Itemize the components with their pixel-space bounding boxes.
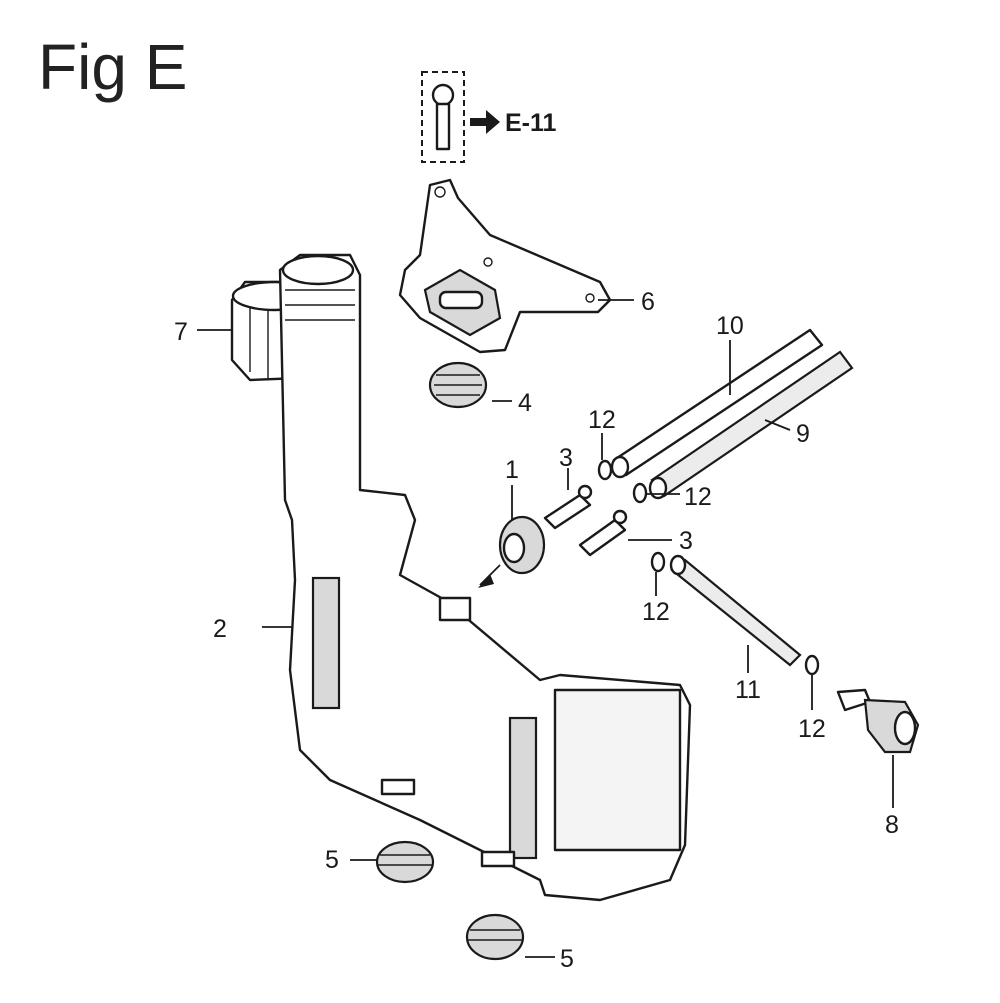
inset-dashed-box bbox=[421, 71, 465, 163]
part-10-tube bbox=[610, 328, 824, 479]
part-6-bracket bbox=[398, 178, 612, 354]
part-5-grommet-lower bbox=[465, 913, 525, 961]
part-1-grommet bbox=[478, 515, 546, 588]
part-4-grommet bbox=[428, 361, 488, 409]
part-12-clips bbox=[597, 459, 820, 676]
callout-4: 4 bbox=[518, 389, 532, 417]
callout-7: 7 bbox=[174, 318, 188, 346]
leader-lines bbox=[197, 299, 894, 958]
part-8-filter bbox=[836, 688, 920, 754]
callout-12-right: 12 bbox=[798, 715, 826, 743]
callout-2: 2 bbox=[213, 615, 227, 643]
callout-8: 8 bbox=[885, 811, 899, 839]
reference-arrow-icon bbox=[470, 110, 500, 134]
part-9-tube bbox=[648, 350, 854, 500]
callout-5-lower: 5 bbox=[560, 945, 574, 973]
bolt-inset: E-11 bbox=[421, 71, 557, 163]
bolt-shank bbox=[435, 102, 451, 151]
part-3-lower-fitting bbox=[578, 509, 628, 557]
callout-3-upper: 3 bbox=[559, 444, 573, 472]
reference-label: E-11 bbox=[505, 109, 557, 137]
callout-6: 6 bbox=[641, 288, 655, 316]
part-5-grommet-upper bbox=[375, 840, 435, 884]
callout-12-lower: 12 bbox=[642, 598, 670, 626]
callout-1: 1 bbox=[505, 456, 519, 484]
part-11-tube bbox=[669, 554, 802, 667]
callout-12-top: 12 bbox=[588, 406, 616, 434]
callout-5-upper: 5 bbox=[325, 846, 339, 874]
callout-9: 9 bbox=[796, 420, 810, 448]
callout-3-lower: 3 bbox=[679, 527, 693, 555]
callout-12-mid: 12 bbox=[684, 483, 712, 511]
callout-10: 10 bbox=[716, 312, 744, 340]
part-3-upper-fitting bbox=[543, 484, 593, 530]
callout-11: 11 bbox=[735, 676, 761, 704]
figure-title: Fig E bbox=[38, 31, 188, 103]
part-2-tank bbox=[278, 253, 692, 902]
bolt-head bbox=[431, 83, 455, 107]
